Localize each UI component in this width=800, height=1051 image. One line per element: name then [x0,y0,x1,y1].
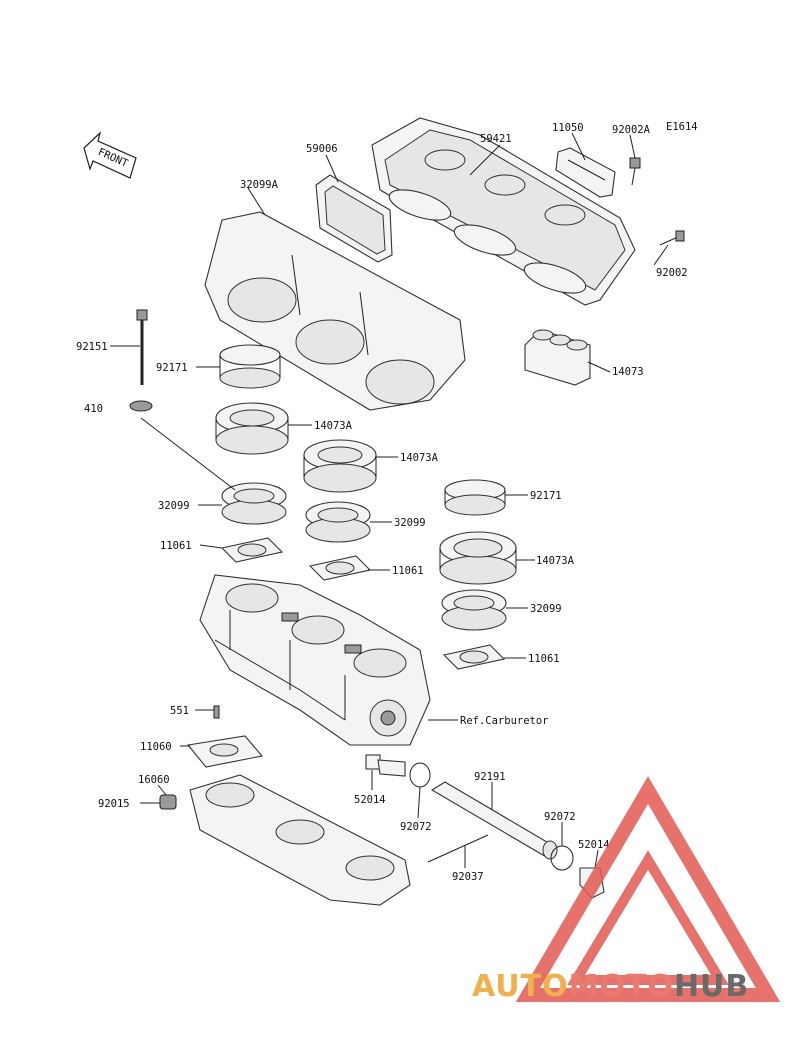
watermark-logo [515,776,781,1002]
gasket-59006-part [315,174,393,263]
callout-52014-right: 52014 [578,839,610,851]
pin-551-part [213,705,220,719]
callout-32099-1: 32099 [158,500,190,512]
gasket-11061-1-part [220,537,284,563]
front-arrow-icon: FRONT [83,131,137,179]
air-box-cover-part [371,117,636,306]
callout-11050: 11050 [552,122,584,134]
air-box-base-part [204,211,466,411]
clamp-92072-right-part [550,845,574,871]
nut-92015-part [159,794,177,810]
watermark-inner-triangle-icon [567,850,729,985]
holder-32099-1-part [221,482,287,525]
callout-labels: 59006 59421 11050 92002A 32099A 92002 92… [76,122,688,883]
callout-ref-carburetor: Ref.Carburetor [460,715,549,727]
carburetor-assembly-part [199,574,431,746]
funnel-14073a-2-part [303,439,377,493]
band-92171-left-part [219,344,281,389]
callout-32099-3: 32099 [530,603,562,615]
funnel-14073a-1-part [215,402,289,455]
callout-551: 551 [170,705,189,717]
watermark-hub: HUB [674,969,749,1004]
watermark-text: AUTOMOTOHUB [472,969,749,1004]
callout-52014-left: 52014 [354,794,386,806]
callout-92171-right: 92171 [530,490,562,502]
gasket-11061-3-part [442,644,506,670]
bolt-92002a-part [629,157,641,186]
callout-32099-2: 32099 [394,517,426,529]
bolt-92002-part [659,230,685,246]
callout-16060: 16060 [138,774,170,786]
washer-part [129,400,153,412]
callout-92072-right: 92072 [544,811,576,823]
stud-bolt-part [136,309,148,385]
holder-32099-2-part [305,501,371,543]
gasket-11061-2-part [308,555,372,581]
callout-92191: 92191 [474,771,506,783]
hose-92191-part [430,781,558,860]
callout-32099a: 32099A [240,179,279,191]
leader-lines [110,132,669,869]
callout-59006: 59006 [306,143,338,155]
clamp-92072-left-part [409,762,431,788]
callout-92072-left: 92072 [400,821,432,833]
callout-92037: 92037 [452,871,484,883]
callout-11061-1: 11061 [160,540,192,552]
funnel-14073a-3-part [439,531,517,585]
gasket-11060-part [186,735,264,768]
callout-11061-2: 11061 [392,565,424,577]
bracket-part [555,147,616,198]
band-92171-right-part [444,479,506,516]
watermark-auto: AUTO [472,969,569,1004]
elbow-52014-left-part [365,754,406,777]
callout-14073: 14073 [612,366,644,378]
callout-92002a: 92002A [612,124,651,136]
callout-14073a-1: 14073A [314,420,353,432]
callout-92002: 92002 [656,267,688,279]
callout-92151: 92151 [76,341,108,353]
intake-manifold-part [189,774,411,906]
callout-11060: 11060 [140,741,172,753]
callout-11061-3: 11061 [528,653,560,665]
diagram-code: E1614 [666,121,698,133]
holder-32099-3-part [441,589,507,631]
callout-92015: 92015 [98,798,130,810]
callout-59421: 59421 [480,133,512,145]
callout-92171-left: 92171 [156,362,188,374]
callout-14073a-3: 14073A [536,555,575,567]
watermark-moto: MOTO [569,969,674,1004]
watermark-triangle-icon [515,776,781,1002]
callout-410: 410 [84,403,103,415]
tie-92037-part [427,834,489,863]
callout-14073a-2: 14073A [400,452,439,464]
stay-14073-part [524,329,591,386]
